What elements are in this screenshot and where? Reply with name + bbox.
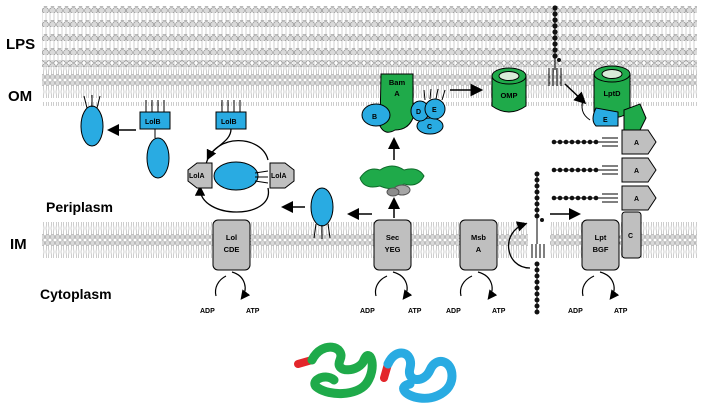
lolcde-atp: ATP	[246, 308, 260, 315]
svg-text:CDE: CDE	[224, 245, 240, 254]
svg-text:A: A	[634, 140, 639, 147]
lps-in-transit	[551, 137, 618, 203]
lptbgf-complex: Lpt BGF	[581, 219, 620, 300]
lps-molecule-im	[531, 171, 545, 315]
svg-text:Lol: Lol	[226, 233, 237, 242]
svg-text:A: A	[394, 89, 400, 98]
svg-text:Sec: Sec	[386, 233, 399, 242]
im-label: IM	[10, 236, 27, 253]
arrow-lptd-insertion	[564, 83, 587, 105]
lptbgf-atp: ATP	[614, 308, 628, 315]
svg-text:LptD: LptD	[603, 89, 621, 98]
omp-barrel: OMP	[491, 67, 527, 113]
svg-text:C: C	[628, 233, 633, 240]
periplasm-label: Periplasm	[46, 199, 113, 215]
lps-molecule-om	[548, 5, 562, 86]
lptc: C	[621, 211, 642, 259]
svg-text:A: A	[634, 168, 639, 175]
lps-layer	[42, 6, 697, 67]
lola-2-label: LolA	[271, 173, 287, 180]
lolcde-transporter: Lol CDE	[212, 219, 251, 300]
svg-text:OMP: OMP	[500, 91, 517, 100]
lipoprotein-om-anchored	[80, 95, 104, 147]
svg-text:B: B	[372, 114, 377, 121]
lolb-1: LolB	[139, 100, 171, 179]
svg-text:C: C	[427, 124, 432, 131]
svg-text:E: E	[603, 117, 608, 124]
lps-label: LPS	[6, 36, 35, 53]
chaperone-unfolded-omp	[359, 165, 425, 197]
lolb-2: LolB	[206, 100, 247, 161]
unfolded-omp-precursor	[294, 342, 377, 398]
svg-text:LolB: LolB	[221, 119, 237, 126]
msba-adp: ADP	[446, 308, 461, 315]
secyeg-adp: ADP	[360, 308, 375, 315]
lipoprotein-im-anchored	[310, 187, 334, 239]
svg-text:LolB: LolB	[145, 119, 161, 126]
svg-text:E: E	[432, 107, 437, 114]
secyeg-translocon: Sec YEG	[373, 219, 413, 300]
svg-text:Msb: Msb	[471, 233, 486, 242]
msba-atp: ATP	[492, 308, 506, 315]
lola-cycle: LolA LolA	[187, 140, 295, 213]
om-label: OM	[8, 88, 32, 105]
msba-flippase: Msb A	[459, 219, 531, 300]
svg-text:A: A	[476, 245, 482, 254]
lolcde-adp: ADP	[200, 308, 215, 315]
lptbgf-adp: ADP	[568, 308, 583, 315]
unfolded-lipoprotein-precursor	[380, 348, 457, 403]
lptde-complex: LptD E	[581, 65, 647, 131]
cytoplasm-label: Cytoplasm	[40, 286, 112, 302]
lola-1-label: LolA	[189, 173, 205, 180]
svg-text:BGF: BGF	[593, 245, 609, 254]
svg-text:Lpt: Lpt	[595, 233, 607, 242]
bam-complex: Bam A B C D E	[361, 73, 446, 135]
svg-text:YEG: YEG	[385, 245, 401, 254]
lpta-bridge: A A A	[621, 129, 657, 211]
secyeg-atp: ATP	[408, 308, 422, 315]
svg-text:Bam: Bam	[389, 78, 406, 87]
outer-membrane-bilayer	[42, 66, 697, 106]
svg-text:A: A	[634, 196, 639, 203]
svg-text:D: D	[416, 109, 421, 116]
